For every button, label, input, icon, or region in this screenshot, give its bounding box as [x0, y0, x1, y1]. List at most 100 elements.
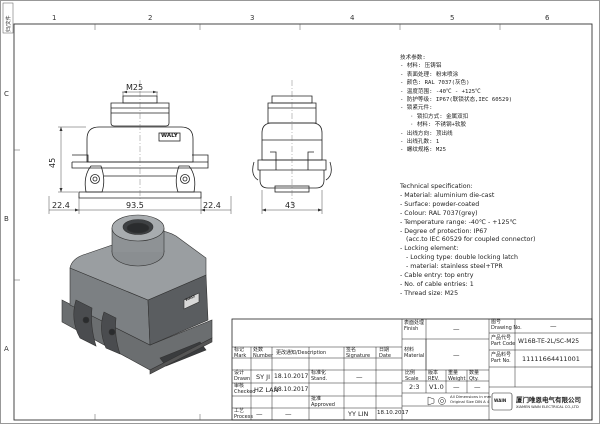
left-latch [84, 165, 105, 193]
spec-en-line: - Surface: powder-coated [400, 200, 480, 208]
grid-row-a: A [4, 345, 9, 353]
tb-weight-label: 重量 Weight [448, 370, 466, 382]
dim-thread: M25 [126, 83, 144, 92]
tb-process-value: — [256, 410, 263, 418]
spec-en-line: - material: stainless steel+TPR [400, 263, 503, 271]
grid-col-2: 2 [148, 14, 153, 22]
tb-part-code-label: 产品代号 Part Code [491, 335, 516, 347]
tb-std-value: — [356, 373, 363, 381]
tb-company-cn: 厦门唯恩电气有限公司 [516, 396, 581, 404]
spec-en-line: - Thread size: M25 [400, 289, 459, 297]
tb-checked-date: 18.10.2017 [274, 386, 309, 393]
tb-process-date: — [285, 410, 292, 418]
grid-row-c: C [4, 90, 9, 98]
tb-drawn-label: 设计 Drawn [234, 370, 251, 382]
spec-cn-line: - 表面处理: 粉末喷涂 [400, 71, 459, 78]
dim-depth: 43 [285, 201, 296, 210]
spec-cn-line: · 材料: 不锈钢+软胶 [400, 122, 467, 129]
tb-logo-text: WAIN [494, 398, 507, 403]
tb-approved-name: YY LIN [348, 410, 369, 418]
tb-scale-label: 比例 Scale [405, 370, 419, 382]
right-latch [175, 165, 196, 193]
tb-material-label: 材料 Material [404, 347, 425, 359]
spec-en-line: - Degree of protection: IP67 [400, 227, 488, 235]
isometric-view [61, 214, 213, 375]
dim-height: 45 [48, 157, 57, 168]
spec-en-line: - Material: aluminium die-cast [400, 191, 495, 199]
tb-col-description: 更改通知/Description [276, 350, 327, 356]
housing-body [86, 126, 194, 163]
spec-cn-line: - 出线孔数: 1 [400, 139, 440, 146]
company-logo [491, 392, 513, 411]
dim-width: 93.5 [126, 201, 144, 210]
tb-scale-value: 2:3 [409, 383, 420, 391]
spec-en-line: Technical specification: [400, 183, 473, 190]
spec-cn-line: - 材料: 压铸铝 [400, 63, 442, 70]
grid-ticks [14, 24, 501, 420]
tb-drawing-no-label: 图号 Drawing No. [491, 319, 522, 331]
spec-cn-line: 技术参数: [400, 55, 426, 61]
grid-col-3: 3 [250, 14, 255, 22]
front-dim-arrows [59, 90, 205, 212]
tb-approved-label: 批准 Approved [311, 396, 335, 408]
spec-cn-line: - 温度范围: -40℃ - +125℃ [400, 88, 481, 95]
grid-col-1: 1 [52, 14, 57, 22]
spec-cn-line: - 出线方向: 顶出线 [400, 130, 453, 137]
tb-drawn-date: 18.10.2017 [274, 373, 309, 380]
tb-qty-value: — [474, 383, 481, 391]
spec-en-line: (acc.to IEC 60529 for coupled connector) [400, 236, 536, 244]
tb-col-number: 处数 Number [253, 347, 274, 359]
spec-cn-line: - 螺纹规格: M25 [400, 147, 446, 154]
file-tab [2, 2, 14, 34]
dim-right-ext: 22.4 [203, 201, 221, 210]
file-tab-label: 归/文件 [6, 15, 12, 32]
front-dimensions [48, 91, 232, 214]
spec-english: Technical specification:- Material: alum… [400, 183, 535, 299]
tb-rev-label: 版本 REV. [428, 370, 439, 382]
tb-weight-value: — [453, 383, 460, 391]
spec-en-line: - Temperature range: -40℃ - +125℃ [400, 218, 517, 226]
spec-en-line: - Cable entry: top entry [400, 272, 474, 280]
spec-cn-line: - 锁紧元件: [400, 105, 433, 112]
tb-col-signature: 签名 Signature [346, 347, 371, 359]
projection-symbol [427, 396, 446, 406]
tb-part-no-label: 产品料号 Part No. [491, 352, 512, 364]
spec-en-line: - Locking type: double locking latch [400, 254, 519, 262]
tb-checked-name: HZ LAN [254, 386, 279, 394]
spec-chinese: 技术参数: - 材料: 压铸铝- 表面处理: 粉末喷涂 - 颜色: RAL 7037… [400, 54, 512, 155]
tb-std-label: 标准化 Stand. [311, 370, 328, 382]
tb-drawing-no-value: — [550, 322, 557, 330]
tb-drawn-name: SY JI [256, 373, 270, 381]
tb-col-mark: 标记 Mark [234, 347, 247, 359]
grid-col-6: 6 [545, 14, 550, 22]
tb-qty-label: 数量 Qty. [469, 370, 480, 382]
tb-units-note: All Dimensions in mm Original Size DIN A… [450, 394, 492, 404]
side-housing [261, 122, 323, 161]
brand-mark: WALY [161, 133, 178, 139]
tb-process-label: 工艺 Process [234, 408, 253, 420]
title-block-grid [231, 318, 593, 421]
grid-col-5: 5 [450, 14, 455, 22]
label-plate [158, 132, 181, 142]
spec-en-line: - No. of cable entries: 1 [400, 280, 474, 288]
tb-col-date: 日期 Date [379, 347, 391, 359]
spec-en-line: - Colour: RAL 7037(grey) [400, 209, 478, 217]
tb-finish-label: 表面处理 Finish [404, 320, 425, 332]
spec-cn-line: - 防护等级: IP67(联锁状态,IEC 60529) [400, 97, 513, 104]
spec-en-line: - Locking element: [400, 245, 459, 253]
grid-col-4: 4 [350, 14, 355, 22]
tb-approved-date: 18.10.2017 [377, 410, 409, 416]
tb-company-en: XIAMEN WAIN ELECTRICAL CO.,LTD [516, 405, 579, 409]
dim-left-ext: 22.4 [52, 201, 70, 210]
grid-row-b: B [4, 215, 9, 223]
tb-checked-label: 审核 Checked [234, 383, 256, 395]
tb-part-no-value: 11111664411001 [522, 355, 580, 363]
spec-cn-line: - 颜色: RAL 7037(灰色) [400, 80, 470, 87]
tb-material-value: — [453, 351, 460, 359]
tb-rev-value: V1.0 [429, 383, 444, 391]
tb-part-code-value: W16B-TE-2L/SC-M25 [518, 338, 580, 345]
spec-cn-line: · 锁扣方式: 金属双扣 [400, 113, 469, 120]
gland-body [110, 102, 170, 127]
